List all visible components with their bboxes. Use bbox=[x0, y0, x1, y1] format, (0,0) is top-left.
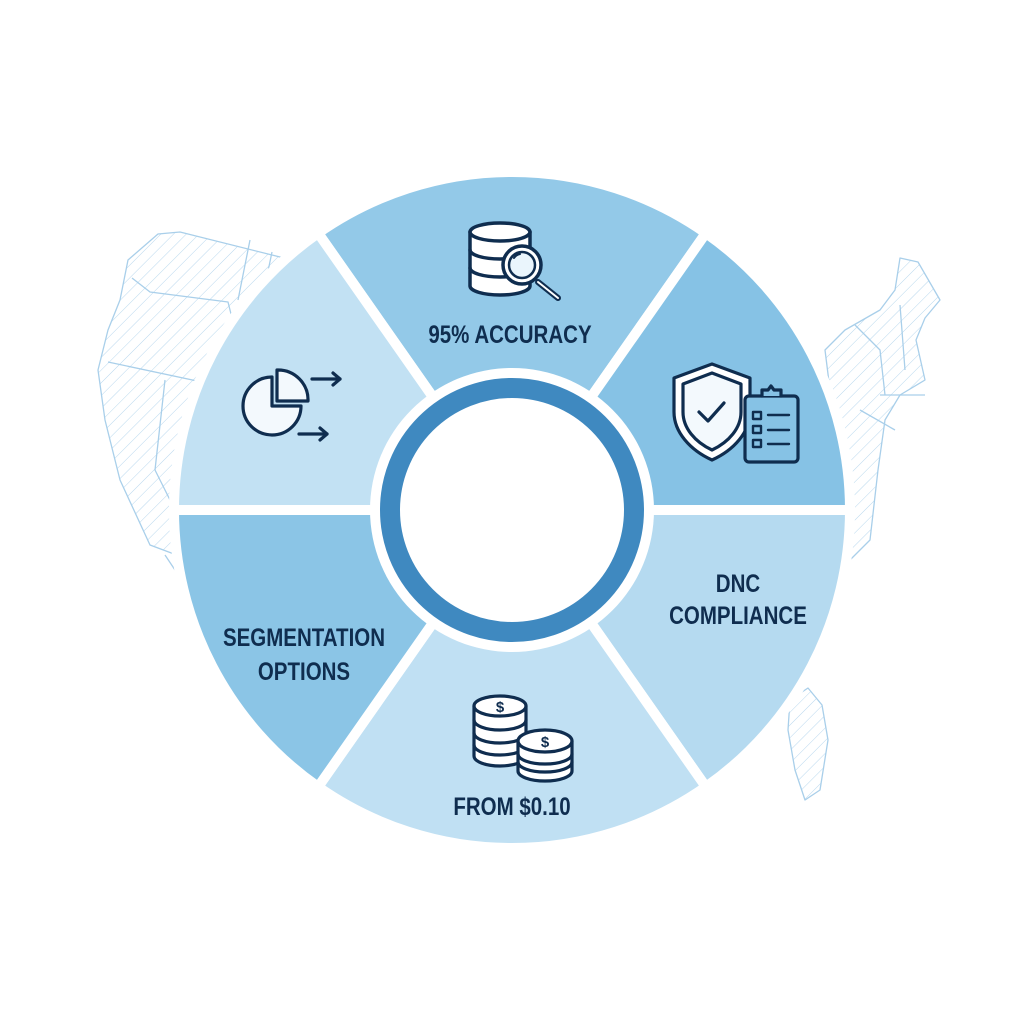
accuracy-label: 95% ACCURACY bbox=[428, 320, 591, 348]
database-search-icon bbox=[468, 221, 561, 301]
map-state-lines-west bbox=[107, 239, 273, 521]
segment-price[interactable] bbox=[311, 501, 713, 853]
price-label: FROM $0.10 bbox=[453, 792, 570, 820]
dollar-sign-left: $ bbox=[496, 699, 505, 716]
dnc-label-line1: DNC bbox=[716, 569, 760, 597]
map-florida-region bbox=[787, 687, 829, 801]
shield-check-clipboard-icon bbox=[672, 362, 800, 464]
segmentation-options-label: SEGMENTATION OPTIONS bbox=[223, 623, 385, 685]
pie-chart-arrows-icon bbox=[241, 368, 342, 442]
dnc-label-line2: COMPLIANCE bbox=[669, 601, 807, 629]
dollar-sign-right: $ bbox=[541, 734, 550, 751]
map-state-lines-northeast bbox=[854, 304, 925, 431]
coin-stacks-dollar-icon: $ $ bbox=[472, 694, 574, 783]
dnc-compliance-label: DNC COMPLIANCE bbox=[669, 569, 807, 629]
center-hub-gap bbox=[370, 368, 654, 652]
segment-accuracy[interactable] bbox=[311, 167, 713, 519]
segmentation-label-line2: OPTIONS bbox=[258, 657, 350, 685]
segmentation-label-line1: SEGMENTATION bbox=[223, 623, 385, 651]
center-ring bbox=[380, 378, 644, 642]
